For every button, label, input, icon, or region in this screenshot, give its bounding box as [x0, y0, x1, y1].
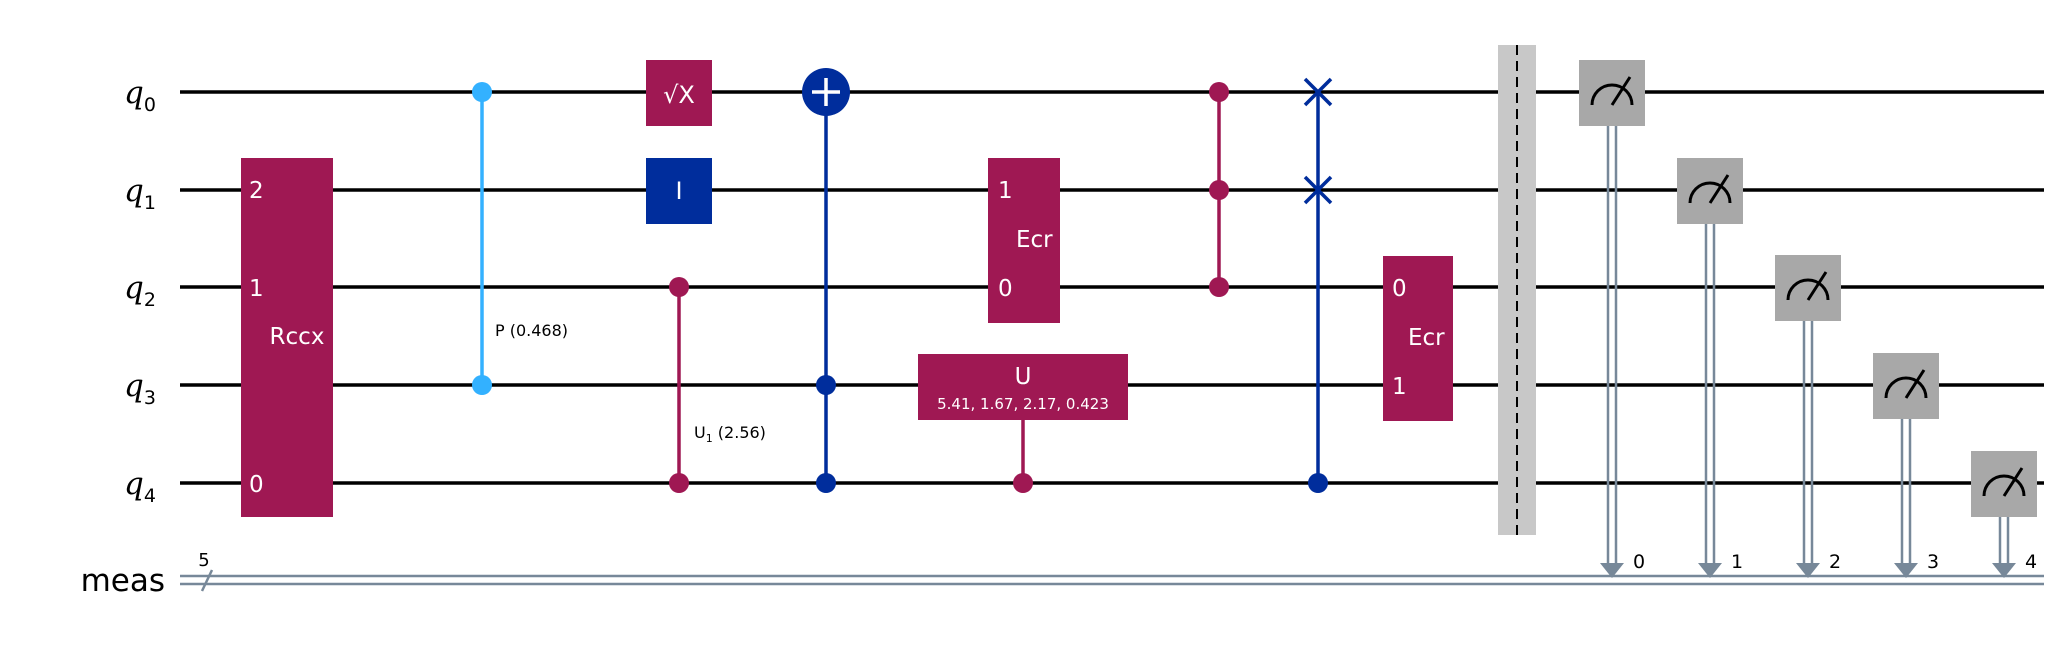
ecr-b-top-index: 0: [1392, 276, 1407, 302]
ccz-dot-q1: [1209, 180, 1229, 200]
qubit-label-q4: q4: [124, 466, 156, 507]
cswap-gate: [1303, 77, 1333, 493]
rccx-qubit-index-top: 2: [249, 178, 264, 204]
ccz-dot-q0: [1209, 82, 1229, 102]
ecr-a-label: Ecr: [1016, 227, 1053, 253]
qubit-label-q1: q1: [124, 173, 156, 214]
toffoli-control-q4: [816, 473, 836, 493]
measure-cbit-index-0: 0: [1633, 551, 1645, 573]
qubit-label-q0: q0: [124, 75, 156, 116]
cphase-gate: P (0.468): [472, 82, 568, 395]
measure-cbit-index-4: 4: [2025, 551, 2037, 573]
ecr-b-bottom-index: 1: [1392, 374, 1407, 400]
cu1-label: U1 (2.56): [694, 423, 766, 445]
classical-wire: 5: [180, 550, 2044, 592]
classical-register-label: meas: [81, 563, 165, 599]
identity-label: I: [675, 177, 682, 205]
ecr-gate-q2-q3: Ecr 0 1: [1383, 256, 1453, 421]
cu-dot-q4: [1013, 473, 1033, 493]
qubit-label-q2: q2: [124, 270, 156, 311]
ecr-gate-q1-q2: Ecr 1 0: [988, 158, 1060, 323]
cu1-gate: U1 (2.56): [669, 277, 766, 493]
cphase-label: P (0.468): [495, 321, 568, 340]
toffoli-control-q3: [816, 375, 836, 395]
swap-cross-q0: [1303, 77, 1333, 107]
measure-cbit-index-2: 2: [1829, 551, 1841, 573]
cswap-control-q4: [1308, 473, 1328, 493]
ecr-a-bottom-index: 0: [998, 276, 1013, 302]
measure-q0: 0: [1579, 60, 1645, 578]
measure-q1: 1: [1677, 158, 1743, 578]
identity-gate: I: [646, 158, 712, 224]
classical-width-label: 5: [198, 550, 209, 571]
qubit-wires: [180, 90, 2044, 485]
ecr-b-label: Ecr: [1408, 325, 1445, 351]
sx-gate: √X: [646, 60, 712, 126]
qubit-label-q3: q3: [124, 368, 156, 409]
ecr-a-top-index: 1: [998, 178, 1013, 204]
measure-q3: 3: [1873, 353, 1939, 578]
rccx-qubit-index-bottom: 0: [249, 472, 264, 498]
barrier: [1498, 45, 1536, 535]
cu1-dot-q2: [669, 277, 689, 297]
swap-cross-q1: [1303, 175, 1333, 205]
ccz-dot-q2: [1209, 277, 1229, 297]
measure-cbit-index-1: 1: [1731, 551, 1743, 573]
sx-label: √X: [663, 81, 695, 109]
rccx-label: Rccx: [270, 324, 325, 350]
measure-cbit-index-3: 3: [1927, 551, 1939, 573]
register-labels: q0 q1 q2 q3 q4 meas: [81, 75, 165, 599]
bus-slash: [200, 569, 214, 592]
cu-gate: U 5.41, 1.67, 2.17, 0.423: [918, 354, 1128, 493]
cu1-dot-q4: [669, 473, 689, 493]
cphase-dot-q3: [472, 375, 492, 395]
cphase-dot-q0: [472, 82, 492, 102]
cu-params: 5.41, 1.67, 2.17, 0.423: [937, 395, 1109, 413]
ccz-gate: [1209, 82, 1229, 297]
rccx-gate: Rccx 2 1 0: [241, 158, 333, 517]
measure-q2: 2: [1775, 255, 1841, 578]
measure-q4: 4: [1971, 451, 2037, 578]
rccx-qubit-index-mid: 1: [249, 276, 264, 302]
cu-label: U: [1015, 364, 1032, 390]
toffoli-gate: [802, 68, 850, 493]
